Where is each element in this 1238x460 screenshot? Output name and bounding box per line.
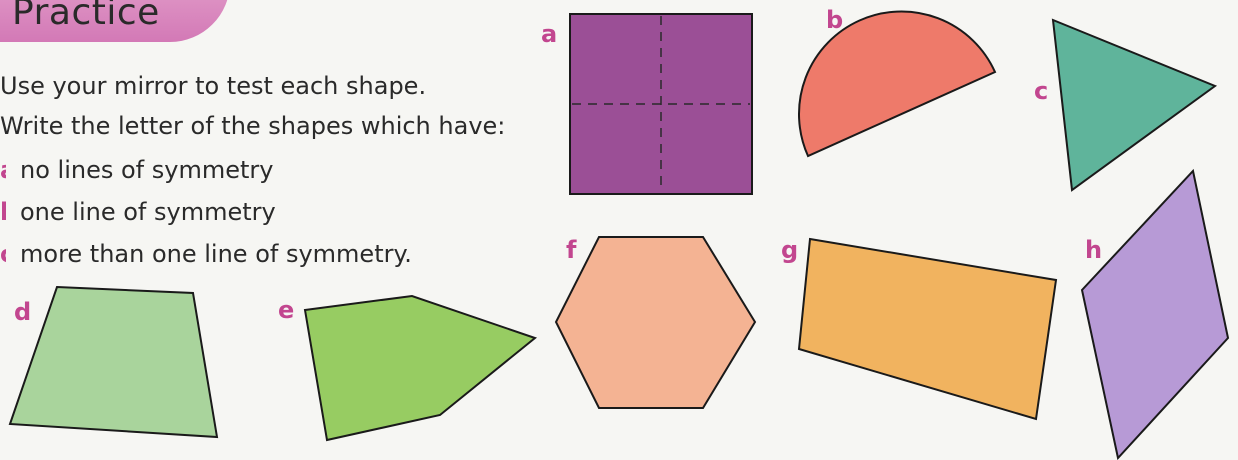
header-tab <box>0 0 230 42</box>
quadrilateral-fill <box>797 237 1058 421</box>
shape-letter: a <box>541 20 557 48</box>
semicircle-fill <box>798 10 997 158</box>
shape-d-trapezium: d <box>8 285 219 439</box>
page-title: Practice <box>12 0 160 33</box>
shape-letter: d <box>14 298 31 326</box>
shape-f-hexagon: f <box>554 236 757 409</box>
shape-b-semicircle: b <box>798 6 997 158</box>
question-marker: b <box>0 198 6 226</box>
instruction-line-1: Use your mirror to test each shape. <box>0 72 427 100</box>
shape-letter: g <box>781 236 798 264</box>
shape-letter: c <box>1034 77 1048 105</box>
shape-h-rhombus: h <box>1080 168 1230 460</box>
shape-letter: b <box>826 6 843 34</box>
trapezium-fill <box>8 285 219 439</box>
question-text: one line of symmetry <box>20 198 276 226</box>
shape-a-square: a <box>541 13 753 195</box>
shape-letter: e <box>278 296 294 324</box>
question-marker: a <box>0 156 6 184</box>
shape-e-pentagon: e <box>278 294 538 442</box>
question-text: more than one line of symmetry. <box>20 240 412 268</box>
question-text: no lines of symmetry <box>20 156 274 184</box>
hexagon-fill <box>554 236 757 409</box>
shape-g-quadrilateral: g <box>781 236 1058 421</box>
question-c: c more than one line of symmetry. <box>0 240 412 268</box>
shape-c-triangle: c <box>1034 18 1218 192</box>
triangle-fill <box>1051 18 1218 192</box>
question-marker: c <box>0 240 6 268</box>
rhombus-fill <box>1080 168 1230 460</box>
question-b: b one line of symmetry <box>0 198 276 226</box>
shape-letter: h <box>1085 236 1102 264</box>
question-a: a no lines of symmetry <box>0 156 273 184</box>
pentagon-fill <box>303 294 538 442</box>
instruction-line-2: Write the letter of the shapes which hav… <box>0 112 506 140</box>
shape-letter: f <box>566 236 577 264</box>
